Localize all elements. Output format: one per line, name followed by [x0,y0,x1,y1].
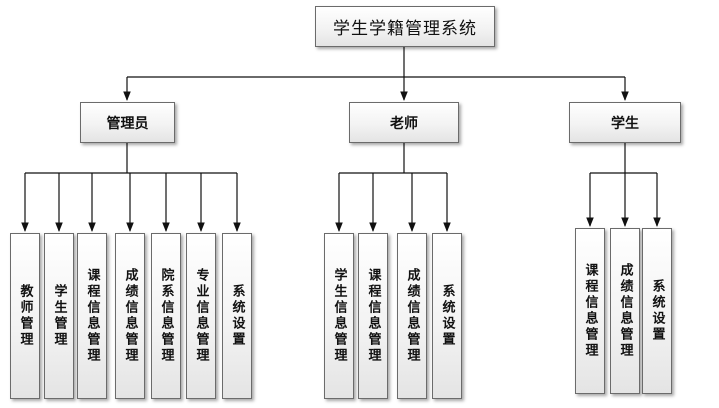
role-student: 学生 [569,102,681,143]
root-node: 学生学籍管理系统 [315,6,495,47]
leaf-student-system-settings: 系统设置 [642,228,672,394]
leaf-label: 课程信息管理 [582,263,598,359]
leaf-label: 成绩信息管理 [404,268,420,364]
leaf-teacher-grade-info: 成绩信息管理 [397,233,427,399]
leaf-teacher-course-info: 课程信息管理 [358,233,388,399]
leaf-admin-grade-mgmt: 成绩信息管理 [115,233,145,399]
leaf-student-grade-info: 成绩信息管理 [610,228,640,394]
leaf-label: 学生管理 [51,284,67,348]
leaf-label: 成绩信息管理 [617,263,633,359]
role-admin-label: 管理员 [106,115,149,132]
leaf-label: 专业信息管理 [193,268,209,364]
leaf-admin-system-settings: 系统设置 [222,233,252,399]
leaf-admin-student-mgmt: 学生管理 [44,233,74,399]
leaf-admin-department-mgmt: 院系信息管理 [151,233,181,399]
leaf-label: 系统设置 [229,284,245,348]
role-admin: 管理员 [80,102,175,143]
leaf-admin-teacher-mgmt: 教师管理 [10,233,40,399]
leaf-label: 成绩信息管理 [122,268,138,364]
leaf-label: 课程信息管理 [84,268,100,364]
leaf-label: 系统设置 [649,279,665,343]
leaf-teacher-student-info: 学生信息管理 [324,233,354,399]
leaf-label: 课程信息管理 [365,268,381,364]
role-teacher: 老师 [349,102,459,143]
leaf-label: 教师管理 [17,284,33,348]
leaf-teacher-system-settings: 系统设置 [432,233,462,399]
role-student-label: 学生 [611,115,639,132]
leaf-label: 院系信息管理 [158,268,174,364]
leaf-student-course-info: 课程信息管理 [575,228,605,394]
leaf-label: 学生信息管理 [331,268,347,364]
role-teacher-label: 老师 [390,115,418,132]
leaf-label: 系统设置 [439,284,455,348]
leaf-admin-course-mgmt: 课程信息管理 [77,233,107,399]
leaf-admin-major-mgmt: 专业信息管理 [186,233,216,399]
root-label: 学生学籍管理系统 [333,19,477,39]
